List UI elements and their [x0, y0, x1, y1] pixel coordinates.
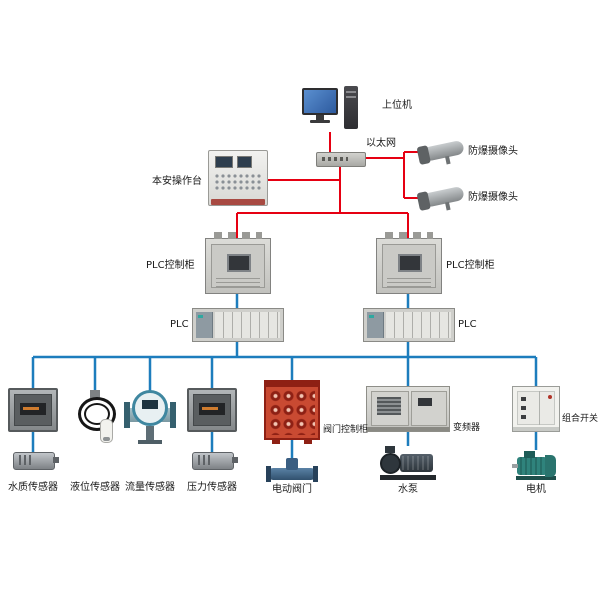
vfd-base — [367, 427, 449, 431]
valve-control-cabinet-device — [264, 380, 320, 444]
pressure-sensor-label: 压力传感器 — [187, 482, 237, 493]
cable-gland — [90, 390, 100, 398]
ethernet-switch-device — [316, 152, 366, 167]
level-sensor-device — [76, 390, 116, 444]
ethernet-lines — [236, 132, 420, 238]
valve-handwheels — [269, 389, 315, 435]
console-label: 本安操作台 — [152, 176, 202, 187]
motor-label: 电机 — [526, 484, 546, 495]
plc-rack-left-device — [192, 308, 284, 342]
flow-pedestal — [146, 426, 154, 440]
switch-base — [513, 427, 559, 431]
motor-device — [512, 450, 560, 480]
flow-flange-left — [124, 402, 130, 428]
flow-flange-right — [170, 402, 176, 428]
valve-body — [268, 468, 316, 480]
water-quality-transmitter — [13, 452, 59, 470]
plc-io-modules — [386, 312, 451, 338]
flow-display — [142, 400, 158, 409]
motor-base — [516, 476, 556, 480]
switch-door-seam — [539, 391, 540, 425]
cabinet-terminals — [385, 232, 433, 239]
vfd-label: 变频器 — [453, 423, 481, 433]
water-pump-device — [380, 446, 436, 480]
cabinet-vents — [387, 278, 431, 287]
pump-inlet — [385, 446, 395, 453]
combination-switch-device — [512, 386, 560, 432]
plc-cabinet-right-label: PLC控制柜 — [446, 260, 495, 271]
host-computer-device — [302, 86, 360, 132]
valve-actuator — [286, 458, 298, 470]
console-keypad — [214, 173, 262, 191]
pc-stand — [316, 115, 324, 120]
motor-shaft — [512, 464, 518, 468]
sensor-display — [199, 403, 225, 415]
sensor-display — [20, 403, 46, 415]
pc-tower — [344, 86, 358, 129]
pressure-transmitter — [192, 452, 238, 470]
electric-valve-device — [266, 458, 318, 484]
pc-screen — [304, 90, 336, 113]
cabinet-window — [398, 254, 422, 272]
valve-flange-right — [313, 466, 318, 482]
pc-monitor — [302, 88, 338, 115]
motor-body — [517, 457, 547, 475]
plc-cpu-module — [196, 312, 213, 338]
pc-base — [310, 120, 330, 123]
console-screen — [215, 156, 233, 168]
camera-mount — [445, 155, 451, 165]
cabinet-terminals — [214, 232, 262, 239]
level-probe — [100, 419, 113, 443]
plc-left-label: PLC — [170, 319, 189, 330]
flow-sensor-label: 流量传感器 — [125, 482, 175, 493]
plc-cabinet-right-device — [376, 232, 442, 294]
sensor-cable-coil — [78, 397, 116, 431]
motor-fan-cover — [545, 455, 556, 477]
cabinet-window — [227, 254, 251, 272]
host-computer-label: 上位机 — [382, 100, 412, 111]
plc-cpu-module — [367, 312, 384, 338]
console-base — [211, 199, 265, 205]
pump-base — [380, 475, 436, 480]
cabinet-vents — [216, 278, 260, 287]
level-sensor-label: 液位传感器 — [70, 482, 120, 493]
bus-lines — [31, 292, 538, 458]
water-quality-sensor-label: 水质传感器 — [8, 482, 58, 493]
pressure-sensor-device — [187, 388, 237, 432]
valve-flange-left — [266, 466, 271, 482]
water-pump-label: 水泵 — [398, 484, 418, 495]
flow-base — [138, 440, 162, 444]
plc-rack-right-device — [363, 308, 455, 342]
flow-sensor-device — [124, 390, 176, 446]
camera-mount — [445, 201, 451, 211]
motor-terminal-box — [524, 451, 535, 458]
console-device — [208, 150, 268, 206]
combination-switch-label: 组合开关 — [562, 414, 599, 424]
vfd-door-right — [411, 391, 447, 426]
pump-motor — [400, 454, 433, 472]
valve-control-cabinet-label: 阀门控制柜 — [323, 425, 369, 435]
plc-io-modules — [215, 312, 280, 338]
pump-volute — [380, 453, 401, 474]
plc-cabinet-left-label: PLC控制柜 — [146, 260, 195, 271]
console-screen — [237, 156, 252, 168]
electric-valve-label: 电动阀门 — [272, 484, 312, 495]
ethernet-label: 以太网 — [366, 138, 396, 149]
plc-cabinet-left-device — [205, 232, 271, 294]
vfd-device — [366, 386, 450, 432]
camera-bottom-label: 防爆摄像头 — [468, 192, 518, 203]
valve-cabinet-top — [266, 382, 318, 387]
switch-handles — [521, 397, 526, 419]
plc-right-label: PLC — [458, 319, 477, 330]
water-quality-sensor-device — [8, 388, 58, 432]
camera-top-label: 防爆摄像头 — [468, 146, 518, 157]
vfd-door-left — [371, 391, 409, 426]
